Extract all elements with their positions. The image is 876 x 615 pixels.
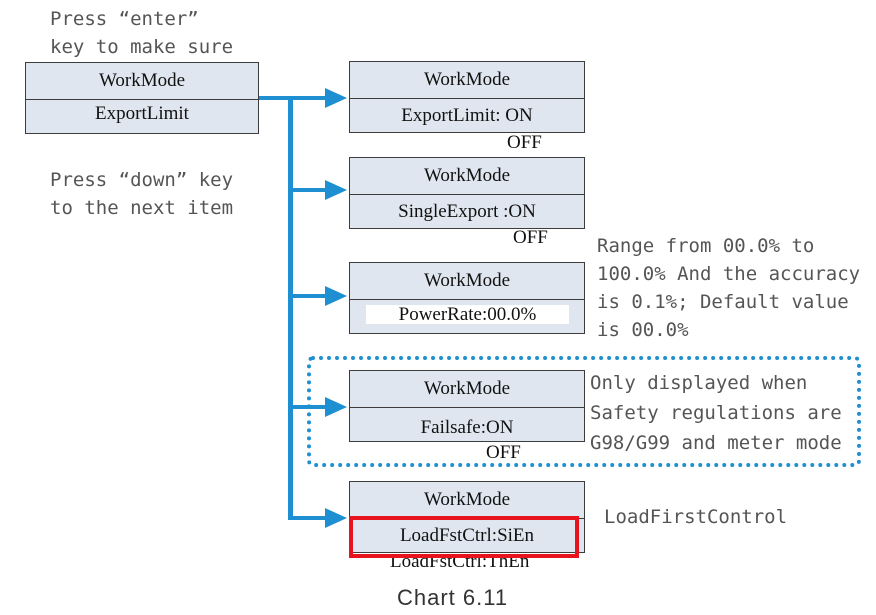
load-fst-highlight-frame [349,516,579,558]
arrowhead-5 [325,508,347,528]
failsafe-conditional-region [307,356,861,467]
single-export-title: WorkMode [350,158,584,195]
note-power-rate-range: Range from 00.0% to 100.0% And the accur… [597,235,861,341]
failsafe-value: Failsafe:ON [420,416,514,438]
note-press-down: Press “down” key to the next item [50,169,234,219]
connector-main-out [259,96,291,100]
power-rate-title: WorkMode [350,263,584,300]
note-failsafe-condition: Only displayed when Safety regulations a… [590,372,842,454]
connector-branch-1 [291,96,327,100]
power-rate-value: PowerRate:00.0% [398,304,537,325]
connector-branch-2 [291,188,327,192]
export-limit-option-off: OFF [507,132,542,153]
export-limit-value: ExportLimit: ON [401,104,533,126]
failsafe-screen: WorkMode Failsafe:ON [349,370,585,442]
single-export-option-off: OFF [513,227,548,248]
load-fst-option-clip: LoadFstCtrl:ThEn [350,558,580,571]
connector-branch-3 [291,294,327,298]
power-rate-value-field [366,305,569,324]
export-limit-title: WorkMode [350,62,584,99]
figure-caption: Chart 6.11 [397,585,509,610]
note-load-first-control: LoadFirstControl [604,506,788,528]
note-press-enter: Press “enter” key to make sure [50,8,234,58]
export-limit-screen: WorkMode ExportLimit: ON [349,61,585,133]
main-menu-box: WorkMode ExportLimit [25,62,259,134]
arrowhead-4 [325,397,347,417]
single-export-value: SingleExport :ON [398,200,536,222]
connector-trunk [288,96,293,520]
arrowhead-3 [325,286,347,306]
failsafe-title: WorkMode [350,371,584,408]
load-fst-title: WorkMode [350,482,584,519]
load-fst-option-then: LoadFstCtrl:ThEn [390,558,530,571]
arrowhead-1 [325,88,347,108]
main-menu-item: ExportLimit [95,102,189,124]
arrowhead-2 [325,180,347,200]
connector-branch-5 [291,516,327,520]
single-export-screen: WorkMode SingleExport :ON [349,157,585,229]
load-fst-value: LoadFstCtrl:SiEn [399,524,535,546]
failsafe-option-off: OFF [486,442,521,463]
main-menu-title: WorkMode [26,63,258,100]
